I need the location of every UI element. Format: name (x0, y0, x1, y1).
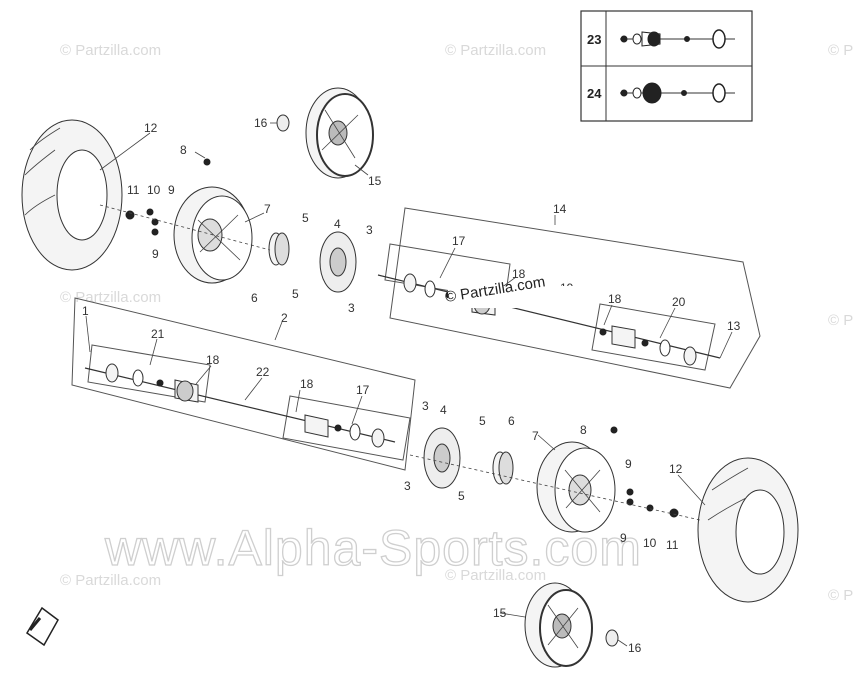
callout-11-bottom: 11 (666, 538, 679, 552)
callout-9-top-b: 9 (152, 247, 159, 261)
callout-21: 21 (151, 327, 165, 341)
callout-17-bottom: 17 (356, 383, 370, 397)
callout-8-top: 8 (180, 143, 187, 157)
boot-kit-frame-bottom-17 (282, 395, 411, 461)
boot-kit-frame-bottom-21 (87, 344, 211, 403)
callout-9-top-a: 9 (168, 183, 175, 197)
callout-7-bottom: 7 (532, 429, 539, 443)
callout-18-bottom-b: 18 (300, 377, 314, 391)
legend-num-24: 24 (587, 86, 602, 101)
callout-16-top: 16 (254, 116, 268, 130)
callout-10-top: 10 (147, 183, 161, 197)
callout-10-bottom: 10 (643, 536, 657, 550)
callout-3-top-a: 3 (366, 223, 373, 237)
callout-2: 2 (281, 311, 288, 325)
callout-8-bottom: 8 (580, 423, 587, 437)
leader-lines (85, 122, 733, 647)
callout-9-bottom-b: 9 (620, 531, 627, 545)
callout-6-bottom: 6 (508, 414, 515, 428)
halfshaft-bottom-icon (84, 363, 396, 448)
callout-5-top-a: 5 (302, 211, 309, 225)
callout-17-top: 17 (452, 234, 466, 248)
callout-3-bottom-a: 3 (422, 399, 429, 413)
watermark-br: © P (828, 587, 853, 604)
callout-4-top: 4 (334, 217, 341, 231)
alt-rim-top-icon (305, 87, 374, 179)
callout-3-top-b: 3 (348, 301, 355, 315)
callout-1: 1 (82, 304, 89, 318)
callout-13: 13 (727, 319, 741, 333)
legend-shaft-23-icon (620, 29, 735, 49)
callout-11-top: 11 (127, 183, 140, 197)
watermark-mr: © P (828, 312, 853, 329)
front-direction-arrow-icon (25, 606, 59, 647)
boot-kit-frame-top-20 (591, 303, 716, 371)
halfshaft-frame-bottom (71, 297, 416, 471)
hub-bottom-icon (492, 451, 514, 485)
callout-5-bottom-a: 5 (479, 414, 486, 428)
callout-15-bottom: 15 (493, 606, 507, 620)
callout-20: 20 (672, 295, 686, 309)
legend-shaft-24-icon (620, 82, 735, 104)
watermark-alpha-sports: www.Alpha-Sports.com (104, 520, 642, 576)
front-tire-icon (21, 119, 123, 271)
callout-18-top-a: 18 (512, 267, 526, 281)
legend-box: 23 24 (580, 10, 753, 122)
hardware-bottom-icon (409, 426, 701, 521)
callout-labels: 12 8 16 15 11 10 9 9 7 5 5 4 3 3 6 14 17… (82, 116, 741, 655)
nut-16-icon (276, 114, 290, 132)
hub-top-icon (268, 232, 290, 266)
callout-6-top: 6 (251, 291, 258, 305)
callout-12-top: 12 (144, 121, 158, 135)
watermark-bl: © Partzilla.com (60, 572, 161, 589)
watermark-bc: © Partzilla.com (445, 567, 546, 584)
nut-16b-icon (605, 629, 619, 647)
callout-18-top-b: 18 (608, 292, 622, 306)
callout-15-top: 15 (368, 174, 382, 188)
brake-disc-top-icon (319, 231, 357, 293)
rear-rim-icon (536, 441, 616, 533)
callout-5-bottom-b: 5 (458, 489, 465, 503)
watermark-tc: © Partzilla.com (445, 42, 546, 59)
callout-5-top-b: 5 (292, 287, 299, 301)
watermark-tr: © P (828, 42, 853, 59)
callout-4-bottom: 4 (440, 403, 447, 417)
callout-16-bottom: 16 (628, 641, 642, 655)
callout-14: 14 (553, 202, 567, 216)
callout-3-bottom-b: 3 (404, 479, 411, 493)
rear-tire-icon (697, 457, 799, 603)
watermark-tl: © Partzilla.com (60, 42, 161, 59)
alt-rim-bottom-icon (524, 582, 593, 668)
callout-9-bottom-a: 9 (625, 457, 632, 471)
center-watermark-bg (448, 286, 598, 308)
callout-12-bottom: 12 (669, 462, 683, 476)
watermark-ml: © Partzilla.com (60, 289, 161, 306)
brake-disc-bottom-icon (423, 427, 461, 489)
callout-7-top: 7 (264, 202, 271, 216)
callout-22: 22 (256, 365, 270, 379)
hardware-top-icon (99, 158, 271, 251)
legend-num-23: 23 (587, 32, 601, 47)
callout-18-bottom-a: 18 (206, 353, 220, 367)
halfshaft-frame-top (389, 207, 761, 389)
